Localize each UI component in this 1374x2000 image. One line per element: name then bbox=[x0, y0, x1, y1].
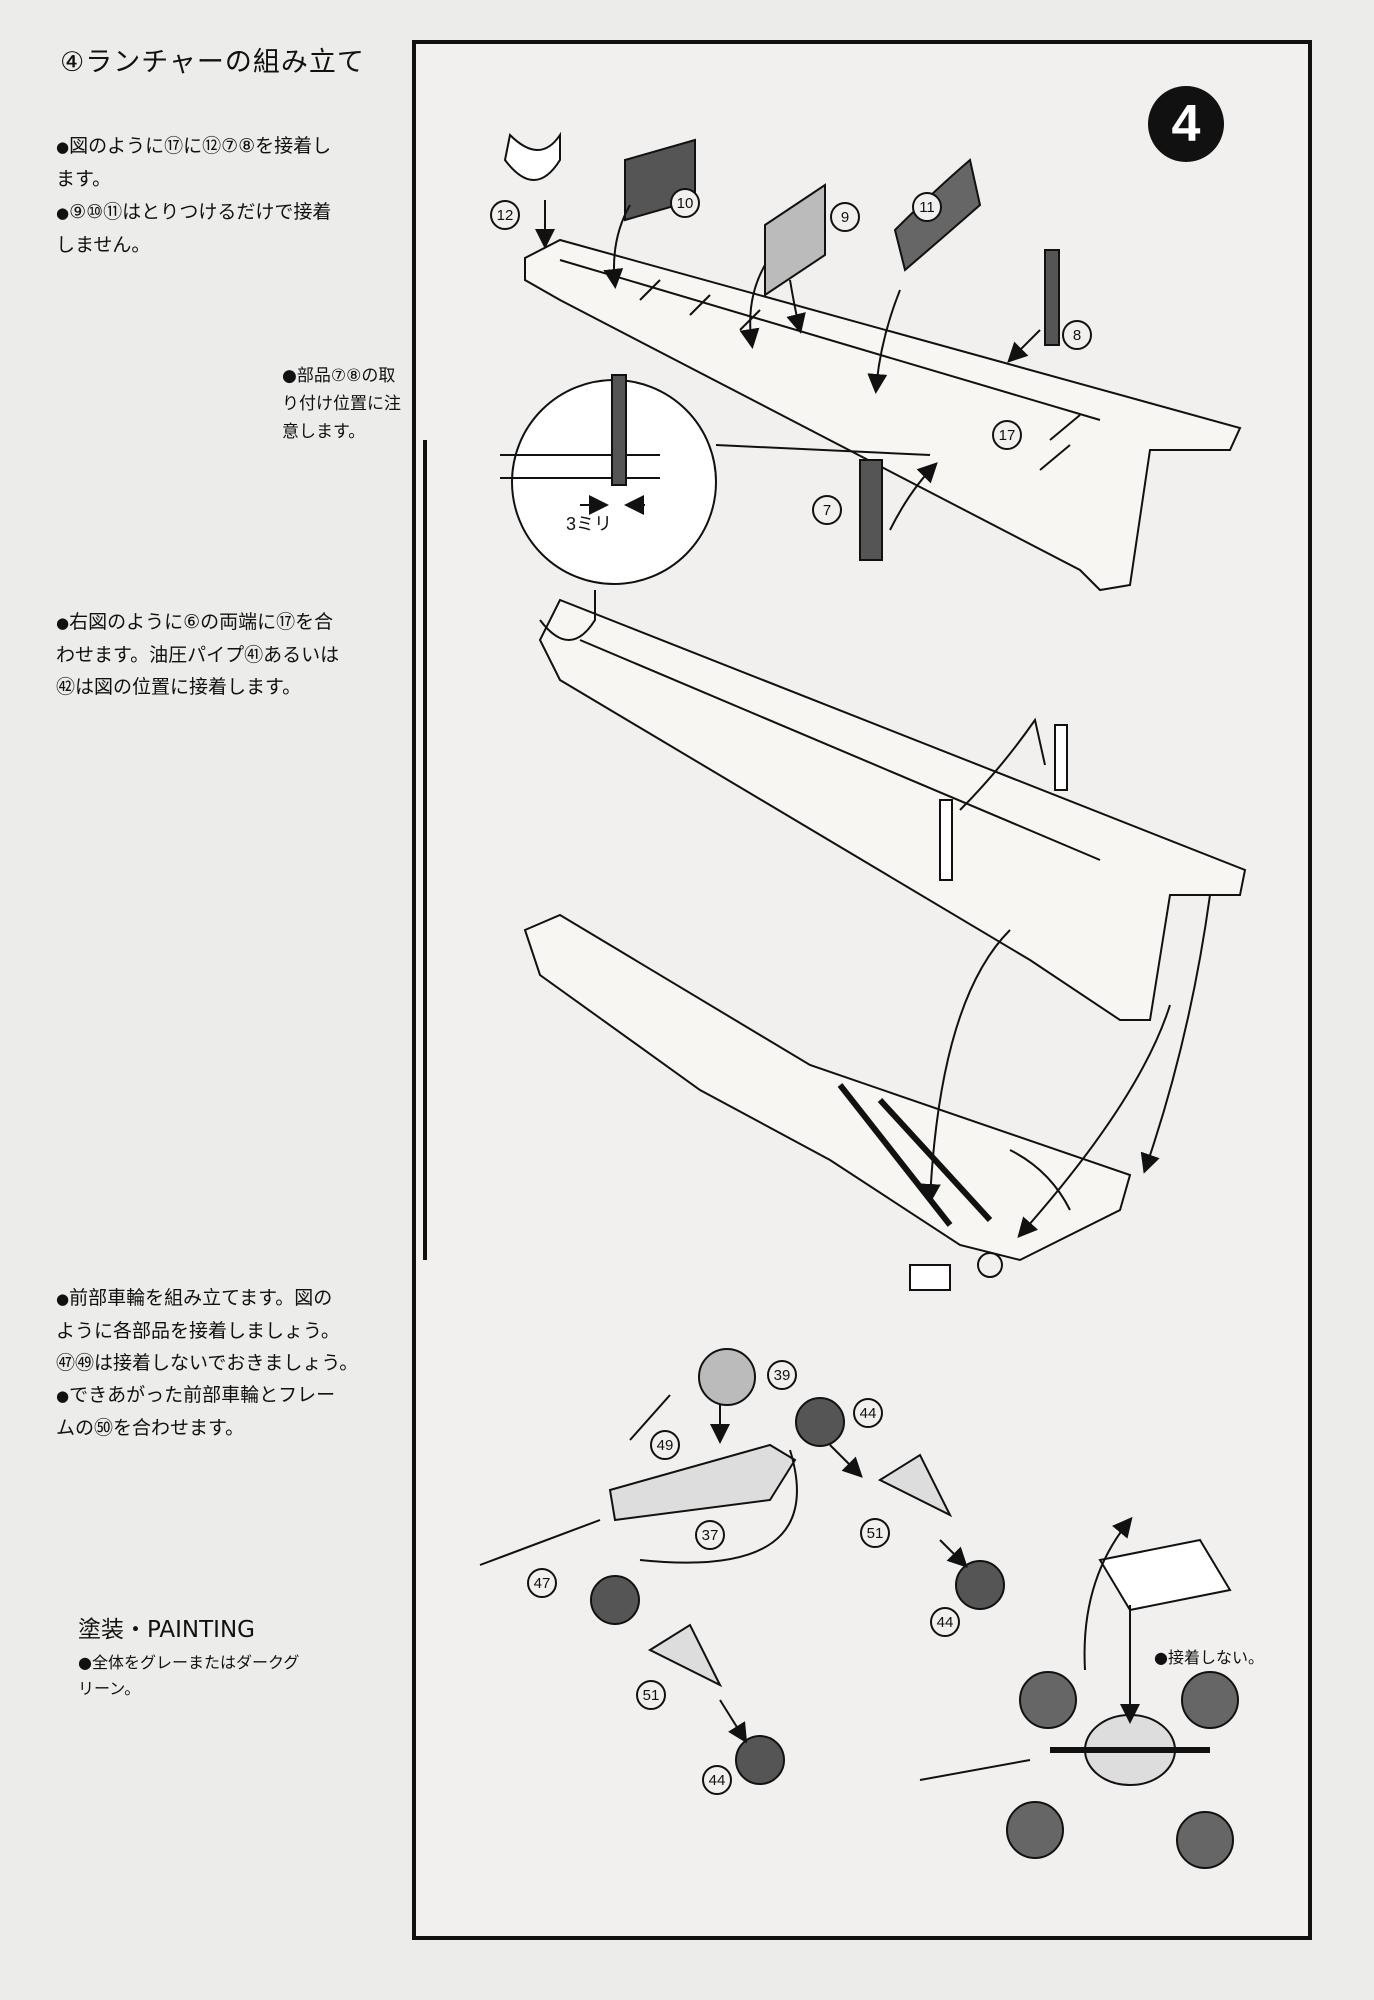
part-7-post bbox=[859, 459, 883, 561]
part-8-post bbox=[1044, 249, 1060, 346]
part-label-17: 17 bbox=[992, 420, 1022, 450]
note-no-glue: ●⑨⑩⑪はとりつけるだけで接着 しません。 bbox=[56, 201, 332, 256]
part-9-saddle bbox=[764, 183, 826, 297]
painting-title: 塗装・PAINTING bbox=[78, 1617, 255, 1643]
assembled-wheel-trailer bbox=[919, 1516, 1239, 1869]
part-label-51-b: 51 bbox=[636, 1680, 666, 1710]
part-label-12: 12 bbox=[490, 200, 520, 230]
section-title: ④ランチャーの組み立て bbox=[60, 47, 365, 78]
instruction-column: ④ランチャーの組み立て ●図のように⑰に⑫⑦⑧を接着し ます。 ●⑨⑩⑪はとりつ… bbox=[0, 0, 412, 2000]
part-12-saddle bbox=[503, 131, 561, 181]
launcher-rail-middle bbox=[538, 598, 1247, 1021]
trailer-frame bbox=[523, 913, 1132, 1262]
part-label-44-b: 44 bbox=[930, 1607, 960, 1637]
part-label-39: 39 bbox=[767, 1360, 797, 1390]
note-glue-parts: ●図のように⑰に⑫⑦⑧を接着し ます。 bbox=[56, 135, 332, 190]
note-front-wheels: ●前部車輪を組み立てます。図の ように各部品を接着しましょう。 ㊼㊾は接着しない… bbox=[56, 1287, 359, 1439]
part-label-8: 8 bbox=[1062, 320, 1092, 350]
note-hydraulic: ●右図のように⑥の両端に⑰を合 わせます。油圧パイプ㊶あるいは ㊷は図の位置に接… bbox=[56, 611, 340, 698]
part-label-44-c: 44 bbox=[702, 1765, 732, 1795]
painting-note: ●全体をグレーまたはダークグ リーン。 bbox=[78, 1653, 300, 1698]
launcher-rail-top bbox=[524, 238, 1242, 592]
part-label-7: 7 bbox=[812, 495, 842, 525]
step-badge: 4 bbox=[1148, 86, 1224, 162]
measure-label: 3ミリ bbox=[566, 514, 613, 534]
part-label-49: 49 bbox=[650, 1430, 680, 1460]
callout-note: ●部品⑦⑧の取り付け位置に注 意します。 bbox=[282, 366, 401, 442]
part-label-51-a: 51 bbox=[860, 1518, 890, 1548]
part-label-44-a: 44 bbox=[853, 1398, 883, 1428]
part-label-47: 47 bbox=[527, 1568, 557, 1598]
front-wheel-assembly bbox=[479, 1348, 1005, 1785]
part-label-11: 11 bbox=[912, 192, 942, 222]
part-label-37: 37 bbox=[695, 1520, 725, 1550]
part-label-9: 9 bbox=[830, 202, 860, 232]
no-glue-note: ●接着しない。 bbox=[1154, 1648, 1264, 1667]
part-label-10: 10 bbox=[670, 188, 700, 218]
